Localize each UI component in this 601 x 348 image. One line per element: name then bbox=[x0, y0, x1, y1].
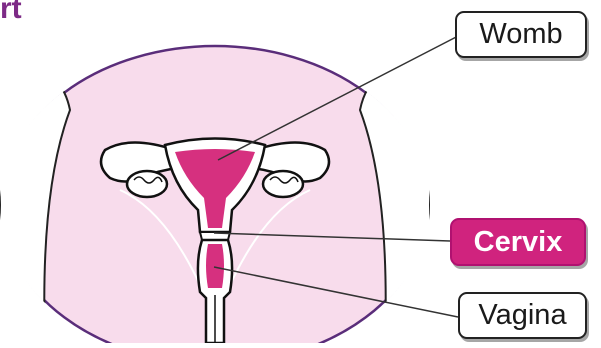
womb-label: Womb bbox=[455, 11, 587, 58]
title-fragment: rt bbox=[0, 0, 22, 24]
left-ovary bbox=[127, 171, 167, 197]
navel-mark bbox=[208, 31, 218, 41]
vagina-inner bbox=[206, 244, 224, 288]
vagina-label: Vagina bbox=[458, 292, 587, 339]
cervix-label: Cervix bbox=[450, 218, 586, 266]
right-ovary bbox=[263, 171, 303, 197]
